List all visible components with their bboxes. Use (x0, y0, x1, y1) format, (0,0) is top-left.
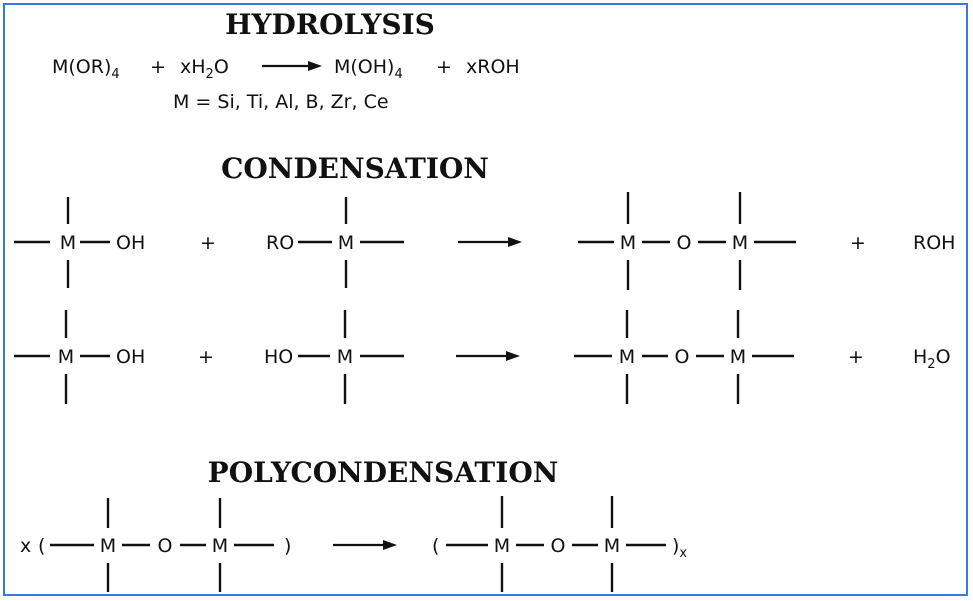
poly-metal-1: M (100, 535, 116, 557)
cond2-plus-1: + (198, 346, 214, 368)
cond2-hydroxy: HO (264, 346, 293, 368)
poly-right-paren-1: ) (284, 535, 291, 557)
hydrolysis-arrow (262, 61, 322, 71)
hydrolysis-plus-2: + (436, 56, 452, 78)
hydrolysis-product-hydroxide: M(OH)4 (334, 56, 403, 82)
poly-metal-4: M (604, 535, 620, 557)
hydrolysis-product-alcohol: xROH (466, 56, 520, 78)
poly-metal-2: M (212, 535, 228, 557)
condensation-row-1: M OH + RO M M O M + ROH (14, 192, 955, 290)
cond1-product-oxygen: O (677, 232, 692, 254)
hydrolysis-title: HYDROLYSIS (225, 8, 435, 41)
cond1-plus-2: + (850, 232, 866, 254)
cond1-byproduct-alcohol: ROH (913, 232, 955, 254)
cond1-arrow (458, 237, 522, 247)
cond1-plus-1: + (200, 232, 216, 254)
cond2-hydroxyl: OH (116, 346, 145, 368)
cond2-product-metal-2: M (730, 346, 746, 368)
cond1-product-metal-1: M (620, 232, 636, 254)
cond2-metal-2: M (337, 346, 353, 368)
cond1-metal-1: M (60, 232, 76, 254)
cond2-plus-2: + (848, 346, 864, 368)
cond2-metal-1: M (58, 346, 74, 368)
cond2-product-metal-1: M (619, 346, 635, 368)
diagram-frame (3, 3, 968, 596)
hydrolysis-reactant-water: xH2O (180, 56, 229, 82)
poly-right-paren-2: )x (672, 535, 687, 561)
hydrolysis-reactant-alkoxide: M(OR)4 (52, 56, 120, 82)
polycondensation-title: POLYCONDENSATION (208, 456, 559, 489)
cond1-alkoxy: RO (266, 232, 294, 254)
hydrolysis-metals-list: M = Si, Ti, Al, B, Zr, Ce (173, 91, 389, 113)
poly-left-paren-2: ( (432, 535, 439, 557)
poly-coefficient: x (20, 535, 31, 557)
cond1-product-metal-2: M (732, 232, 748, 254)
condensation-title: CONDENSATION (221, 152, 489, 185)
cond2-byproduct-water: H2O (913, 346, 951, 372)
poly-oxygen-1: O (158, 535, 173, 557)
poly-arrow (333, 540, 397, 550)
cond1-hydroxyl: OH (116, 232, 145, 254)
poly-left-paren-1: ( (38, 535, 45, 557)
hydrolysis-plus-1: + (150, 56, 166, 78)
cond2-arrow (456, 351, 520, 361)
polycondensation-reaction: x ( M O M ) ( M O M )x (20, 496, 687, 592)
poly-oxygen-2: O (551, 535, 566, 557)
condensation-row-2: M OH + HO M M O M + H2O (14, 310, 951, 404)
poly-metal-3: M (494, 535, 510, 557)
cond2-product-oxygen: O (675, 346, 690, 368)
cond1-metal-2: M (338, 232, 354, 254)
